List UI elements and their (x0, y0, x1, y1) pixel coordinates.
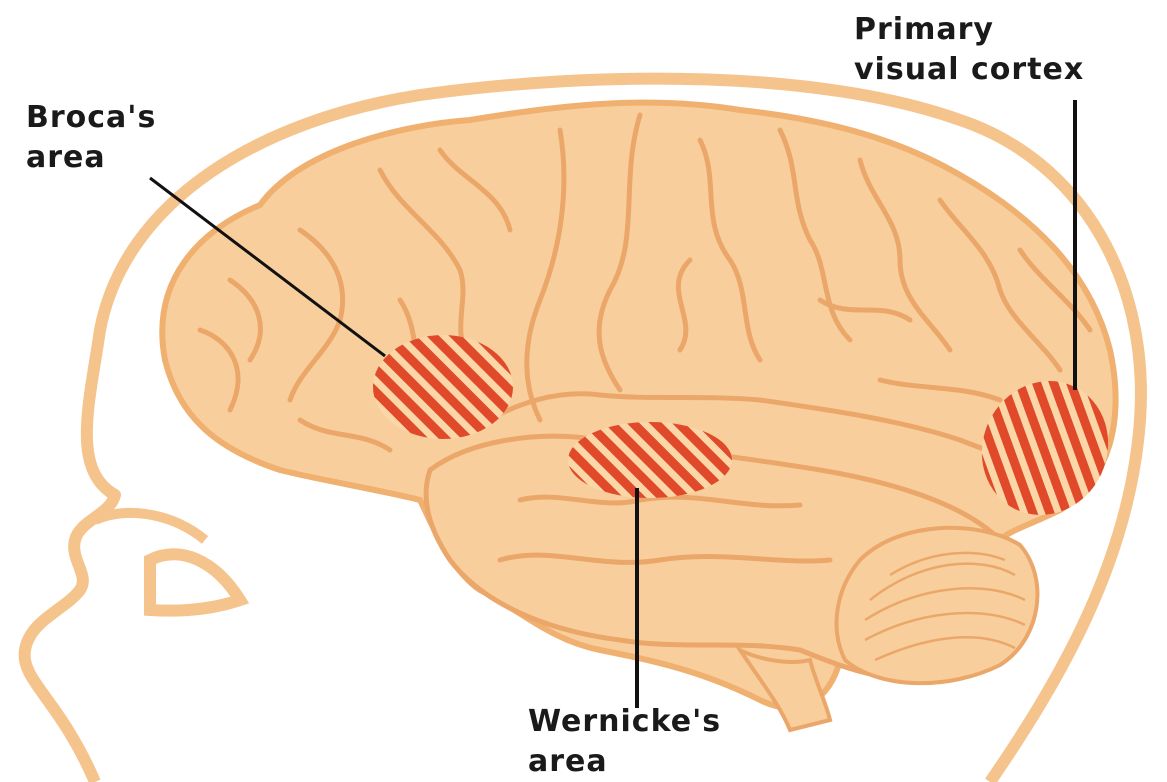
wernicke-area-label-line-1: Wernicke's (528, 702, 721, 742)
wernicke-area-label: Wernicke's area (528, 702, 721, 782)
broca-area-label-line-1: Broca's (26, 98, 156, 138)
visual-cortex-label-line-2: visual cortex (854, 50, 1084, 90)
wernicke-area-label-line-2: area (528, 742, 721, 782)
broca-area-label-line-2: area (26, 138, 156, 178)
visual-cortex-label-line-1: Primary (854, 10, 1084, 50)
eyebrow-outline (95, 513, 205, 540)
broca-area-label: Broca's area (26, 98, 156, 178)
primary-visual-cortex-label: Primary visual cortex (854, 10, 1084, 90)
eye-outline (150, 554, 240, 610)
broca-area-region (373, 335, 513, 439)
wernicke-area-region (568, 422, 732, 498)
